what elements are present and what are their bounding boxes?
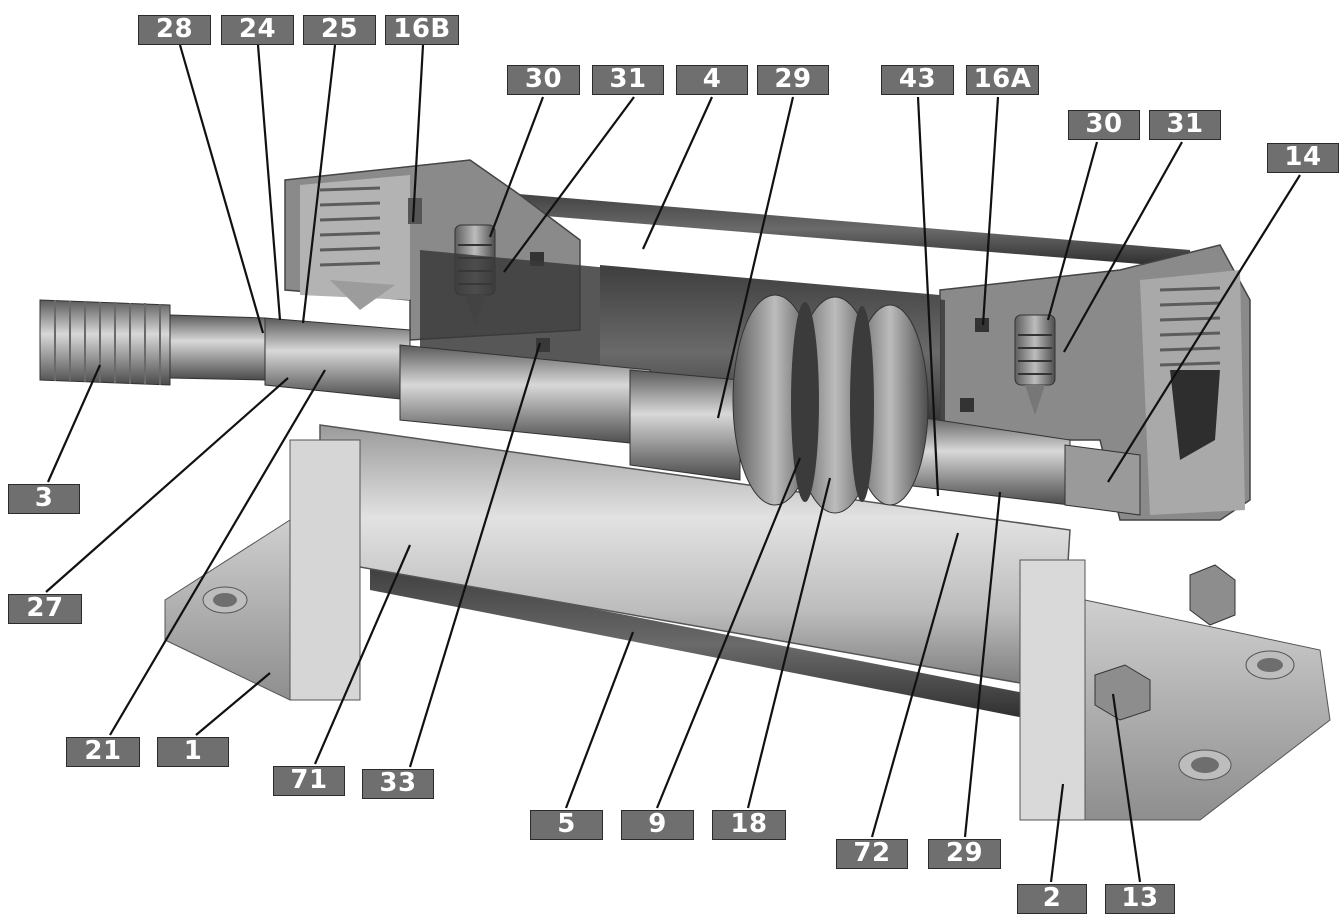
leader-lines: [45, 44, 1301, 883]
callout-2: 2: [1017, 884, 1087, 914]
callout-30-right: 30: [1068, 110, 1140, 140]
callout-31: 31: [592, 65, 664, 95]
callout-28: 28: [138, 15, 211, 45]
callout-4: 4: [676, 65, 748, 95]
callout-25: 25: [303, 15, 376, 45]
callout-43: 43: [881, 65, 954, 95]
callout-14: 14: [1267, 143, 1339, 173]
callout-21: 21: [66, 737, 140, 767]
callout-18: 18: [712, 810, 786, 840]
callout-71: 71: [273, 766, 345, 796]
callout-24: 24: [221, 15, 294, 45]
callout-31-right: 31: [1149, 110, 1221, 140]
callout-29-bottom: 29: [928, 839, 1001, 869]
callout-16B: 16B: [385, 15, 459, 45]
piston-assembly: [732, 294, 929, 514]
callout-1: 1: [157, 737, 229, 767]
callout-13: 13: [1105, 884, 1175, 914]
callout-29: 29: [757, 65, 829, 95]
callout-16A: 16A: [966, 65, 1039, 95]
foot-mount-left: [164, 439, 361, 701]
callout-30: 30: [507, 65, 580, 95]
foot-mount-right: [1019, 559, 1331, 821]
tie-rods: [370, 190, 1190, 725]
piston-rod: [39, 299, 1141, 516]
callout-9: 9: [621, 810, 694, 840]
callout-33: 33: [362, 769, 434, 799]
callout-3: 3: [8, 484, 80, 514]
callout-27: 27: [8, 594, 82, 624]
callout-72: 72: [836, 839, 908, 869]
callout-5: 5: [530, 810, 603, 840]
cap-end-block: [939, 244, 1251, 521]
